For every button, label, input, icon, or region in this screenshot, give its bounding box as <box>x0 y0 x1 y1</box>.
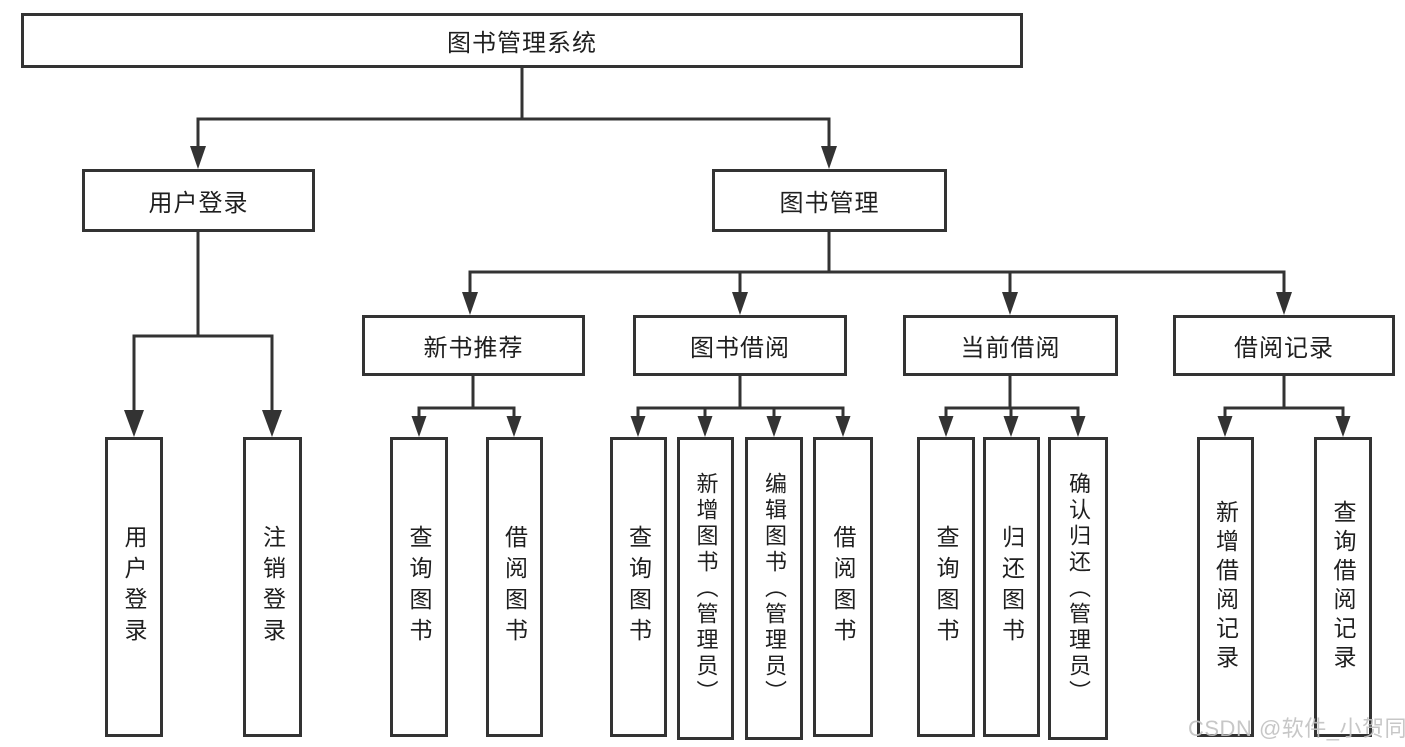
leaf-bb-edit-books-admin-label: 编辑图书（管理员） <box>762 471 787 706</box>
leaf-bb-borrow-books-label: 借阅图书 <box>830 525 856 649</box>
leaf-user-login: 用户登录 <box>105 437 163 737</box>
leaf-logout: 注销登录 <box>243 437 302 737</box>
leaf-user-login-label: 用户登录 <box>121 525 147 649</box>
leaf-cb-confirm-return-admin: 确认归还（管理员） <box>1048 437 1108 740</box>
leaf-nbr-borrow-books-label: 借阅图书 <box>501 525 528 649</box>
node-root-label: 图书管理系统 <box>447 30 597 57</box>
leaf-cb-return-books-label: 归还图书 <box>998 525 1025 649</box>
leaf-nbr-query-books: 查询图书 <box>390 437 448 737</box>
arrowheads <box>124 146 1351 437</box>
leaf-br-add-record: 新增借阅记录 <box>1197 437 1254 737</box>
node-book-borrow: 图书借阅 <box>633 315 847 376</box>
leaf-cb-query-books-label: 查询图书 <box>933 525 959 649</box>
leaf-bb-add-books-admin: 新增图书（管理员） <box>677 437 734 740</box>
node-user-login: 用户登录 <box>82 169 315 232</box>
node-user-login-label: 用户登录 <box>148 190 249 217</box>
leaf-cb-confirm-return-admin-label: 确认归还（管理员） <box>1066 471 1091 706</box>
leaf-bb-edit-books-admin: 编辑图书（管理员） <box>745 437 803 740</box>
leaf-bb-query-books: 查询图书 <box>610 437 667 737</box>
node-book-mgmt-label: 图书管理 <box>779 190 880 217</box>
csdn-watermark: CSDN @软件_小贺同学 <box>1188 716 1405 741</box>
node-borrow-records-label: 借阅记录 <box>1234 335 1334 362</box>
leaf-br-query-record: 查询借阅记录 <box>1314 437 1372 737</box>
node-new-book-rec: 新书推荐 <box>362 315 585 376</box>
node-book-borrow-label: 图书借阅 <box>690 335 790 362</box>
leaf-bb-add-books-admin-label: 新增图书（管理员） <box>693 471 719 706</box>
leaf-br-query-record-label: 查询借阅记录 <box>1330 500 1356 674</box>
leaf-nbr-borrow-books: 借阅图书 <box>486 437 543 737</box>
leaf-bb-query-books-label: 查询图书 <box>625 525 652 649</box>
node-borrow-records: 借阅记录 <box>1173 315 1395 376</box>
leaf-br-add-record-label: 新增借阅记录 <box>1212 500 1239 674</box>
leaf-cb-return-books: 归还图书 <box>983 437 1040 737</box>
node-current-borrow: 当前借阅 <box>903 315 1118 376</box>
leaf-bb-borrow-books: 借阅图书 <box>813 437 873 737</box>
node-current-borrow-label: 当前借阅 <box>960 335 1061 362</box>
node-root: 图书管理系统 <box>21 13 1023 68</box>
node-new-book-rec-label: 新书推荐 <box>423 335 524 362</box>
node-book-mgmt: 图书管理 <box>712 169 947 232</box>
leaf-nbr-query-books-label: 查询图书 <box>406 525 432 649</box>
leaf-logout-label: 注销登录 <box>259 525 286 649</box>
leaf-cb-query-books: 查询图书 <box>917 437 975 737</box>
